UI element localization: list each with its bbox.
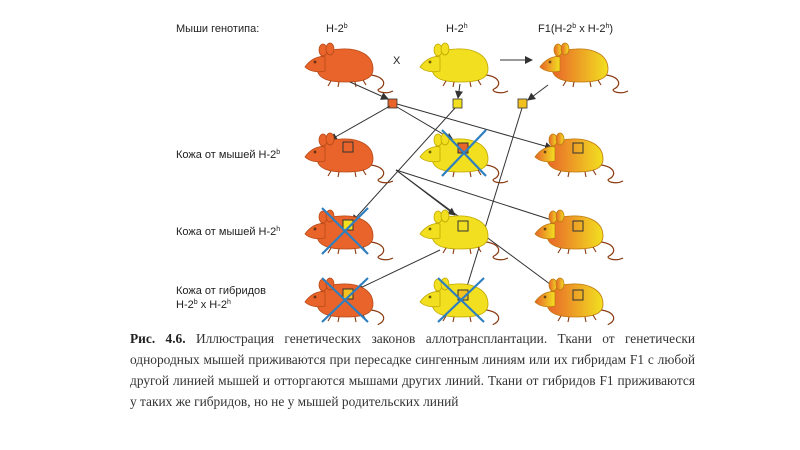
graft-r3c1 — [342, 288, 354, 300]
recipient-r1c2 — [419, 132, 509, 184]
arrow-parent-h — [455, 83, 463, 99]
recipient-r2c2 — [419, 209, 509, 261]
arrow-b-r1c1 — [329, 105, 391, 141]
row-label-h2h-sup: h — [276, 226, 281, 233]
graft-r2c3 — [572, 220, 584, 232]
graft-r2c2 — [457, 220, 469, 232]
skin-graft-f1 — [517, 98, 528, 109]
genotype-h2h: H-2h — [446, 23, 468, 37]
header-label: Мыши генотипа: — [176, 23, 260, 35]
genotype-h2b-base: H-2 — [326, 23, 344, 35]
arrow-b-r1c3 — [396, 103, 553, 150]
arrow-parent-b — [349, 81, 389, 100]
genotype-f1-mid: x H-2 — [576, 23, 606, 35]
skin-graft-b — [387, 98, 398, 109]
rejection-cross-r3c2 — [437, 277, 485, 323]
row-label-h2h-base: Кожа от мышей H-2 — [176, 226, 277, 238]
skin-graft-h — [452, 98, 463, 109]
caption-text: Иллюстрация генетических законов аллотра… — [130, 331, 695, 409]
row-label-h2b-base: Кожа от мышей H-2 — [176, 149, 277, 161]
recipient-r1c1 — [304, 132, 394, 184]
arrow-f1-r3c2 — [463, 107, 523, 294]
allotransplantation-figure — [304, 42, 629, 325]
recipient-r2c3 — [534, 209, 624, 261]
row-label-hybrid-line1: Кожа от гибридов — [176, 285, 267, 297]
genotype-h2h-sup: h — [463, 23, 468, 30]
arrow-to-r3c1 — [355, 249, 441, 291]
mouse-h2h-parent — [419, 42, 509, 94]
row-label-h2b: Кожа от мышей H-2b — [176, 149, 280, 163]
rejection-cross-r1c2 — [441, 129, 487, 177]
graft-r1c1 — [342, 141, 354, 153]
genotype-h2b-sup: b — [343, 23, 348, 30]
genotype-h2b: H-2b — [326, 23, 348, 37]
graft-r3c3 — [572, 289, 584, 301]
rejection-cross-r3c1 — [321, 277, 369, 323]
graft-r3c2 — [457, 289, 469, 301]
row-label-hybrid-sup1: b — [193, 299, 198, 306]
genotype-h2h-base: H-2 — [446, 23, 464, 35]
row-label-h2h: Кожа от мышей H-2h — [176, 226, 280, 240]
recipient-r3c1 — [304, 277, 394, 325]
arrow-r1-r2c3 — [395, 169, 559, 224]
arrow-parent-f1 — [527, 84, 549, 101]
row-label-hybrid-sup2: h — [226, 299, 231, 306]
graft-r2c1 — [342, 219, 354, 231]
genotype-f1: F1(H-2b x H-2h) — [538, 23, 613, 37]
cross-symbol: X — [393, 55, 401, 67]
genotype-f1-sup1: b — [572, 23, 577, 30]
caption-label: Рис. 4.6. — [130, 331, 186, 346]
recipient-r1c3 — [534, 132, 624, 184]
row-label-hybrid-b: x H-2 — [197, 299, 227, 311]
genotype-f1-sup2: h — [605, 23, 610, 30]
genotype-f1-prefix: F1(H-2 — [538, 23, 573, 35]
genotype-f1-suffix: ) — [609, 23, 614, 35]
graft-r1c3 — [572, 142, 584, 154]
row-label-h2b-sup: b — [276, 149, 281, 156]
arrow-h-r2c1 — [351, 107, 456, 223]
figure-caption: Рис. 4.6. Иллюстрация генетических закон… — [130, 328, 695, 412]
mouse-h2b-parent — [304, 42, 394, 94]
mouse-f1-parent — [539, 42, 629, 94]
recipient-r3c3 — [534, 277, 624, 325]
rejection-cross-r2c1 — [321, 207, 369, 255]
row-label-hybrid-line2: H-2b x H-2h — [176, 299, 231, 313]
row-label-hybrid-a: H-2 — [176, 299, 194, 311]
